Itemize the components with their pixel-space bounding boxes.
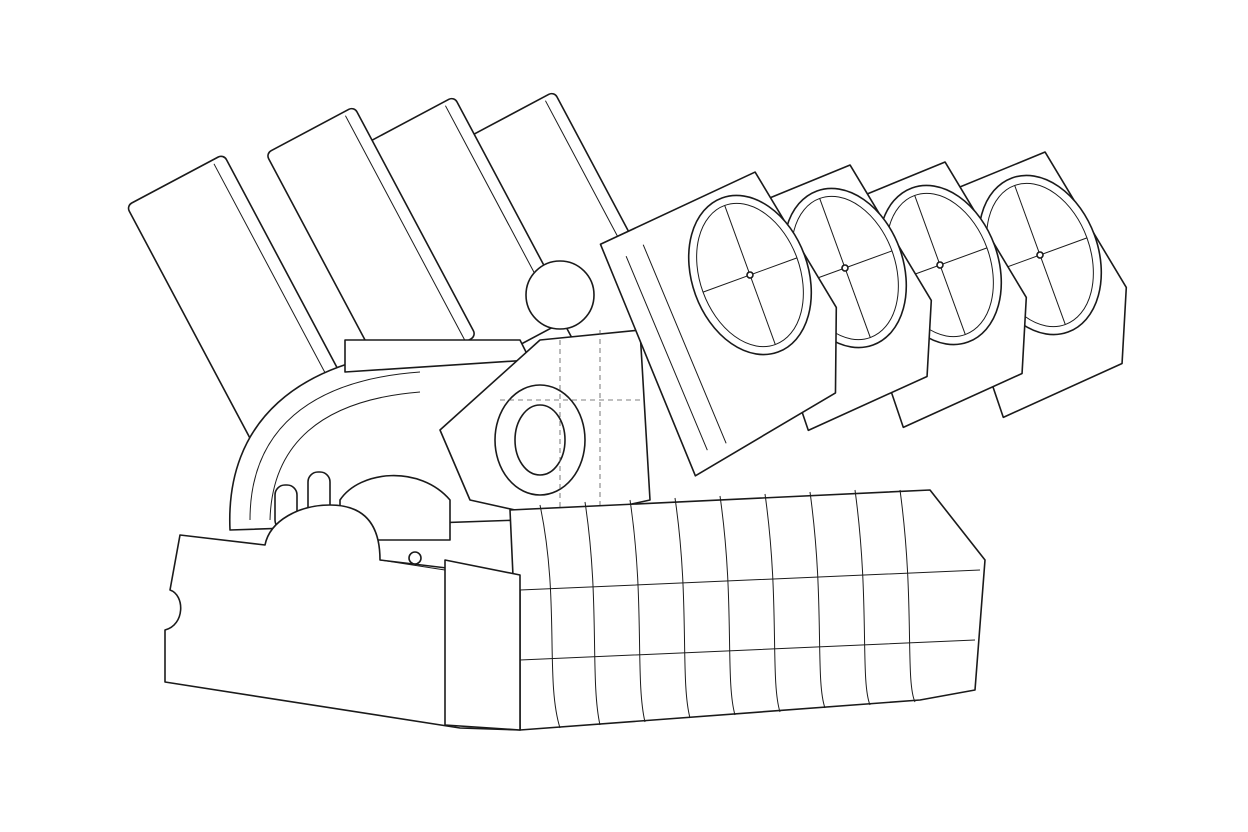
piston-assembly (599, 171, 838, 477)
connecting-rod (439, 260, 651, 521)
crankcase-ribs (509, 489, 986, 731)
pin-cap (525, 260, 595, 330)
right-piston-bank (599, 151, 1128, 477)
front-block (164, 504, 521, 731)
